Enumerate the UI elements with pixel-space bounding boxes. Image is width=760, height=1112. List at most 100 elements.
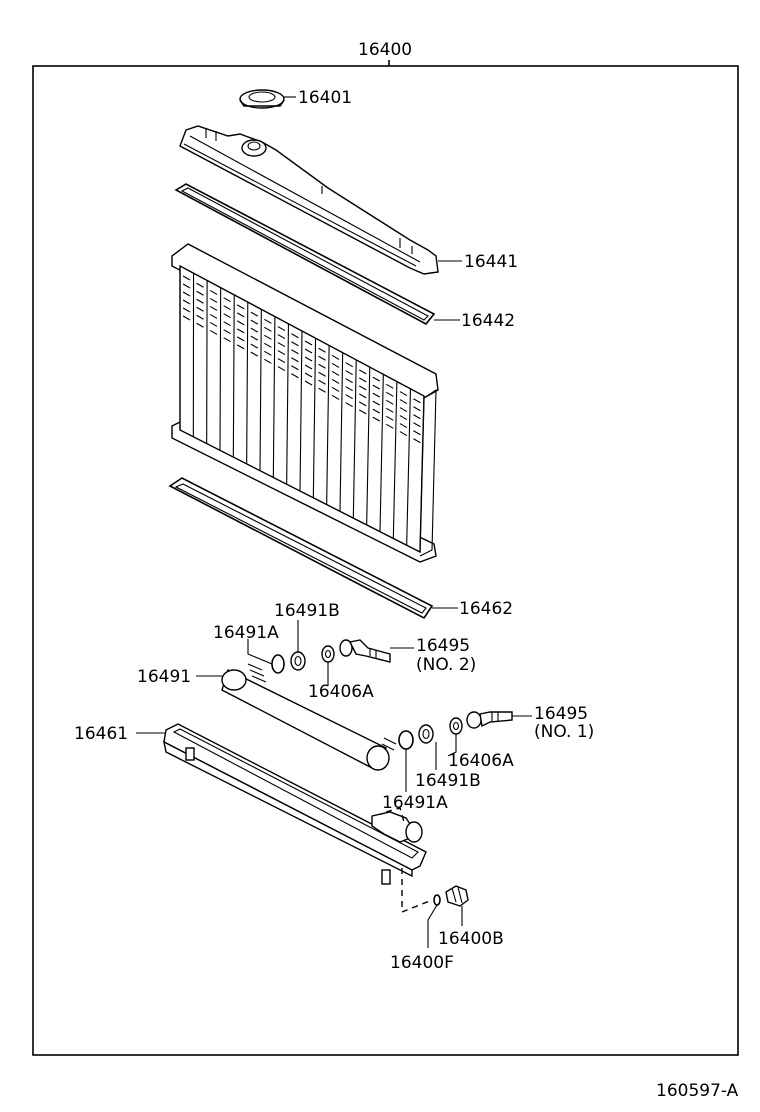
- core-fin: [358, 393, 367, 399]
- drain-plug-part: [445, 885, 469, 907]
- core-fin: [223, 321, 231, 327]
- core-fin: [291, 349, 299, 355]
- figure-code: 160597-A: [656, 1081, 739, 1101]
- core-fin: [358, 401, 367, 407]
- label-oil-cooler: 16491: [137, 667, 191, 687]
- label-ring-b-upper: 16491B: [274, 601, 340, 621]
- washer-lower-part: [449, 717, 463, 735]
- ring-a-lower-part: [398, 730, 414, 750]
- ring-a-upper-part: [271, 654, 285, 674]
- core-fin: [264, 350, 272, 356]
- core-fin: [386, 399, 394, 405]
- core-fin: [182, 275, 191, 281]
- core-tube: [352, 359, 357, 519]
- label-upper-gasket: 16442: [461, 311, 515, 331]
- core-fin: [413, 430, 421, 436]
- core-fin: [345, 370, 353, 376]
- core-fin: [318, 371, 326, 377]
- core-fin: [291, 373, 299, 379]
- core-tube: [339, 352, 344, 512]
- core-fin: [331, 362, 340, 368]
- core-tube: [299, 330, 303, 492]
- core-fin: [372, 376, 381, 382]
- core-fin: [236, 312, 245, 318]
- core-fin: [331, 354, 340, 360]
- core-fin: [236, 336, 245, 342]
- core-fin: [236, 328, 245, 334]
- core-fin: [277, 342, 286, 348]
- core-fin: [250, 351, 259, 357]
- core-fin: [386, 407, 394, 413]
- core-tube: [379, 374, 384, 532]
- core-fin: [345, 402, 353, 408]
- core-fin: [386, 423, 394, 429]
- core-fin: [318, 347, 326, 353]
- core-fin: [318, 363, 326, 369]
- core-fin: [318, 355, 326, 361]
- core-fin: [372, 416, 381, 422]
- washer-upper-part: [321, 645, 335, 663]
- assembly-frame: [32, 65, 739, 1056]
- core-fin: [291, 333, 299, 339]
- core-fin: [386, 415, 394, 421]
- core-fin: [304, 364, 313, 370]
- core-fin: [291, 341, 299, 347]
- core-fin: [345, 386, 353, 392]
- label-washer-upper: 16406A: [308, 682, 374, 702]
- core-fin: [318, 379, 326, 385]
- core-tube: [406, 388, 411, 546]
- core-fin: [264, 318, 272, 324]
- core-fin: [250, 343, 259, 349]
- core-fin: [264, 326, 272, 332]
- label-assembly: 16400: [358, 40, 412, 60]
- pipe-no1-part: [466, 711, 513, 729]
- label-ring-a-upper: 16491A: [213, 623, 279, 643]
- core-fin: [277, 334, 286, 340]
- core-tube: [392, 381, 398, 539]
- core-fin: [345, 378, 353, 384]
- core-fin: [358, 369, 367, 375]
- core-fin: [250, 335, 259, 341]
- core-fin: [250, 311, 259, 317]
- core-fin: [399, 423, 408, 429]
- label-ring-b-lower: 16491B: [415, 771, 481, 791]
- core-fin: [223, 337, 231, 343]
- core-fin: [277, 358, 286, 364]
- core-fin: [358, 385, 367, 391]
- core-tube: [272, 316, 276, 478]
- core-fin: [182, 291, 191, 297]
- upper-tank-part: [179, 125, 439, 275]
- core-fin: [277, 326, 286, 332]
- core-fin: [236, 304, 245, 310]
- core-fin: [304, 380, 313, 386]
- core-fin: [264, 334, 272, 340]
- core-fin: [209, 321, 218, 327]
- core-tube: [366, 367, 371, 525]
- label-upper-tank: 16441: [464, 252, 518, 272]
- core-fin: [345, 362, 353, 368]
- core-fin: [277, 366, 286, 372]
- label-pipe-no2: 16495: [416, 636, 470, 656]
- core-fin: [223, 313, 231, 319]
- core-tube: [419, 395, 425, 553]
- core-tube: [246, 302, 249, 464]
- core-fin: [372, 384, 381, 390]
- core-fin: [399, 391, 408, 397]
- core-fin: [209, 289, 218, 295]
- core-fin: [372, 400, 381, 406]
- label-pipe-no1: 16495: [534, 704, 588, 724]
- label-drain-plug: 16400B: [438, 929, 504, 949]
- ring-b-lower-part: [418, 724, 434, 744]
- core-fin: [277, 350, 286, 356]
- drain-oring-part: [433, 894, 441, 906]
- label-pipe-no1-note: (NO. 1): [534, 722, 594, 742]
- ring-b-upper-part: [290, 651, 306, 671]
- core-fin: [304, 356, 313, 362]
- core-fin: [386, 391, 394, 397]
- label-lower-gasket: 16462: [459, 599, 513, 619]
- core-fin: [331, 386, 340, 392]
- core-fin: [372, 408, 381, 414]
- core-fin: [331, 370, 340, 376]
- core-fin: [196, 306, 204, 312]
